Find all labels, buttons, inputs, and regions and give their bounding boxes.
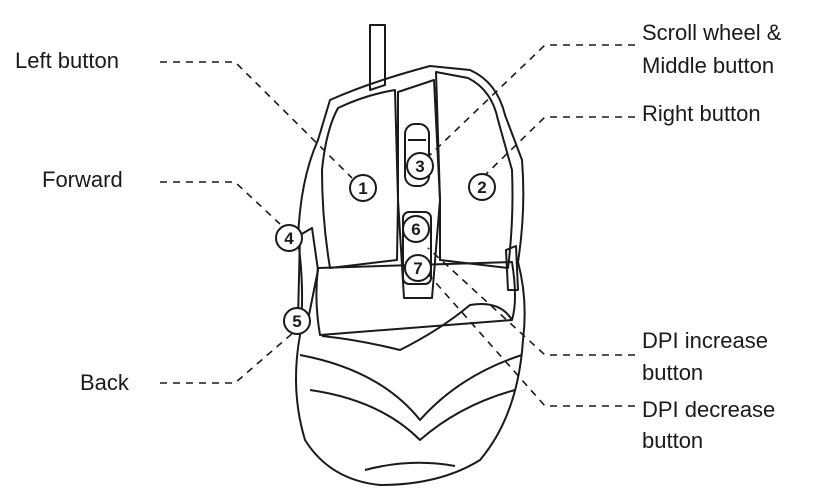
label-forward: Forward [42, 167, 123, 192]
label-dpi-decrease: DPI decrease [642, 397, 776, 422]
marker-circle [283, 307, 311, 335]
lower-shell-inner [309, 389, 516, 441]
marker-number: 3 [415, 157, 424, 176]
mouse-cable [369, 24, 386, 91]
label-dpi-increase-2: button [642, 360, 704, 385]
dpi-buttons-block [402, 211, 432, 285]
scroll-channel [397, 79, 441, 299]
marker-number: 4 [284, 229, 294, 248]
marker-5: 5 [283, 307, 311, 335]
scroll-wheel [404, 123, 430, 187]
marker-number: 5 [292, 312, 301, 331]
leader-left-button [160, 61, 353, 179]
marker-number: 2 [477, 178, 486, 197]
leader-right-button [483, 116, 635, 177]
leader-scroll [429, 44, 635, 156]
marker-3: 3 [406, 152, 434, 180]
marker-number: 7 [413, 259, 422, 278]
side-grip-right [505, 245, 519, 291]
marker-number: 6 [411, 220, 420, 239]
leader-back [160, 331, 295, 384]
label-dpi-decrease-2: button [642, 428, 704, 453]
side-grip [297, 227, 319, 331]
palm-rest-ridge [321, 303, 513, 351]
leader-dpi-increase [427, 247, 635, 356]
bottom-nub [364, 461, 456, 471]
palm-rest-top [315, 261, 516, 336]
label-back: Back [80, 370, 129, 395]
marker-1: 1 [349, 174, 377, 202]
label-right-button: Right button [642, 101, 761, 126]
label-dpi-increase: DPI increase [642, 328, 768, 353]
mouse-body-outline [295, 65, 526, 486]
leader-forward [160, 181, 281, 225]
marker-7: 7 [404, 254, 432, 282]
lower-shell [299, 354, 523, 421]
marker-6: 6 [402, 215, 430, 243]
label-scroll-wheel: Scroll wheel & [642, 20, 782, 45]
label-middle-button: Middle button [642, 53, 775, 78]
marker-4: 4 [275, 224, 303, 252]
marker-circle [406, 152, 434, 180]
marker-circle [468, 173, 496, 201]
marker-circle [404, 254, 432, 282]
marker-circle [402, 215, 430, 243]
label-left-button: Left button [15, 48, 119, 73]
marker-circle [349, 174, 377, 202]
leader-dpi-decrease [427, 273, 635, 407]
right-button-panel [435, 71, 514, 269]
marker-2: 2 [468, 173, 496, 201]
left-button-panel [321, 89, 399, 269]
marker-circle [275, 224, 303, 252]
marker-number: 1 [358, 179, 367, 198]
